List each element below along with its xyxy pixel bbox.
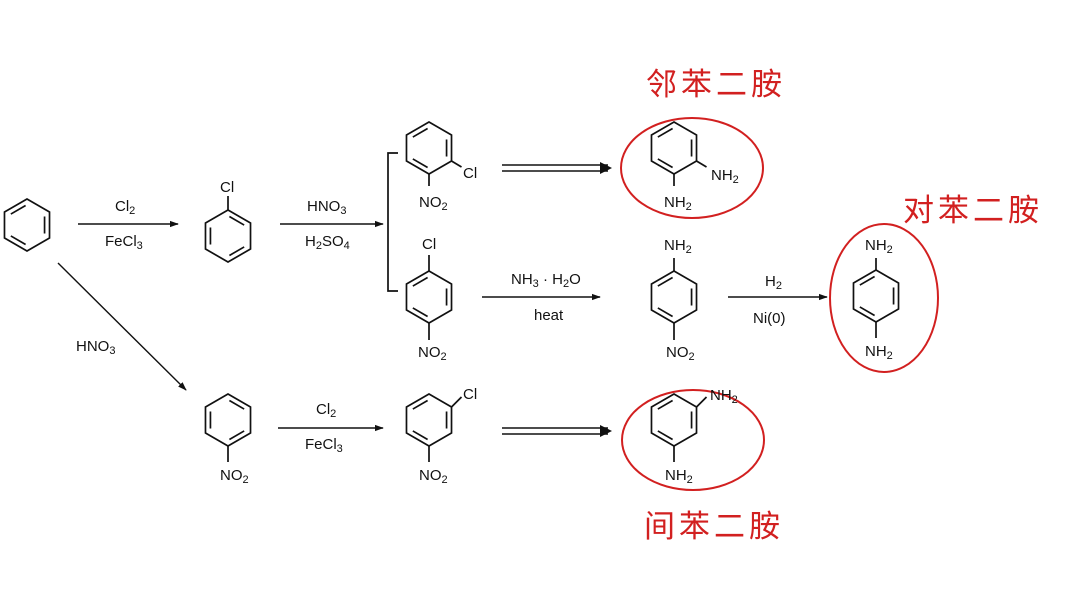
p-chloronitrobenzene-ring (405, 270, 453, 324)
p-nitroaniline-ring-double-bond (657, 276, 674, 287)
o-chloronitro-cl: Cl (463, 165, 478, 182)
reagent-fecl3-2: FeCl3 (305, 436, 343, 455)
m-diamine-nh2-1: NH2 (710, 387, 738, 406)
double-arrow-meta-head (600, 425, 612, 437)
m-c-nh2-bond-1 (695, 396, 708, 408)
m-chloronitro-cl: Cl (463, 386, 478, 403)
reagent-fecl3: FeCl3 (105, 233, 143, 252)
nitrobenzene-ring-double-bond (228, 399, 245, 410)
reagent-ni0: Ni(0) (753, 310, 786, 327)
benzene-ring (3, 198, 51, 252)
p-phenylenediamine-ring-double-bond (859, 275, 876, 286)
chlorobenzene-ring-double-bond (228, 215, 245, 226)
o-phenylenediamine-ring-double-bond (657, 158, 674, 169)
benzene-ring-double-bond (10, 235, 27, 246)
p-phenylenediamine-ring-double-bond (859, 306, 876, 317)
m-diamine-nh2-2: NH2 (665, 467, 693, 486)
p-nitroaniline-nh2: NH2 (664, 237, 692, 256)
p-chloronitro-no2: NO2 (418, 344, 447, 363)
m-chloronitro-no2: NO2 (419, 467, 448, 486)
reagent-hno3-direct: HNO3 (76, 338, 116, 357)
m-phenylenediamine-ring-double-bond (657, 430, 674, 441)
m-c-cl-bond (450, 396, 463, 408)
o-diamine-nh2-2: NH2 (664, 194, 692, 213)
p-nitroaniline-no2: NO2 (666, 344, 695, 363)
m-chloronitrobenzene-ring-double-bond (412, 399, 429, 410)
o-chloronitrobenzene-ring-double-bond (412, 127, 429, 138)
reagent-cl2: Cl2 (115, 198, 136, 217)
o-c-nh2-bond-1 (696, 160, 707, 168)
nitrobenzene-no2: NO2 (220, 467, 249, 486)
o-diamine-nh2-1: NH2 (711, 167, 739, 186)
chlorobenzene-cl: Cl (220, 179, 235, 196)
o-chloronitrobenzene-ring-double-bond (412, 158, 429, 169)
nitrobenzene-ring (204, 393, 252, 447)
p-chloronitro-cl: Cl (422, 236, 437, 253)
p-nitroaniline-ring (650, 270, 698, 324)
p-diamine-nh2-bottom: NH2 (865, 343, 893, 362)
chlorobenzene-ring (204, 209, 252, 263)
reagent-h2so4: H2SO4 (305, 233, 350, 252)
m-phenylenediamine-ring (650, 393, 698, 447)
reagent-heat: heat (534, 307, 564, 324)
o-phenylenediamine-ring (650, 121, 698, 175)
m-phenylenediamine-ring-double-bond (657, 399, 674, 410)
arrow-direct-nitration (57, 262, 187, 391)
p-chloronitrobenzene-ring-double-bond (412, 307, 429, 318)
m-chloronitrobenzene-ring (405, 393, 453, 447)
p-diamine-nh2-top: NH2 (865, 237, 893, 256)
o-diamine-highlight (620, 117, 764, 219)
reagent-ammonia: NH3 · H2O (511, 271, 581, 290)
p-phenylenediamine-ring (852, 269, 900, 323)
reagent-h2: H2 (765, 273, 782, 292)
p-phenylenediamine-label: 对苯二胺 (903, 193, 1043, 229)
double-arrow-ortho-head (600, 162, 612, 174)
chlorobenzene-ring-double-bond (228, 246, 245, 257)
benzene-ring-double-bond (10, 204, 27, 215)
reagent-hno3: HNO3 (307, 198, 347, 217)
o-chloronitrobenzene-ring (405, 121, 453, 175)
bracket (387, 152, 398, 292)
o-c-cl-bond (451, 160, 462, 168)
o-phenylenediamine-label: 邻苯二胺 (646, 67, 786, 103)
p-chloronitrobenzene-ring-double-bond (412, 276, 429, 287)
m-phenylenediamine-label: 间苯二胺 (644, 509, 784, 545)
o-chloronitro-no2: NO2 (419, 194, 448, 213)
o-phenylenediamine-ring-double-bond (657, 127, 674, 138)
m-diamine-highlight (621, 389, 765, 491)
nitrobenzene-ring-double-bond (228, 430, 245, 441)
reagent-cl2-2: Cl2 (316, 401, 337, 420)
p-diamine-highlight (829, 223, 939, 373)
p-nitroaniline-ring-double-bond (657, 307, 674, 318)
m-chloronitrobenzene-ring-double-bond (412, 430, 429, 441)
